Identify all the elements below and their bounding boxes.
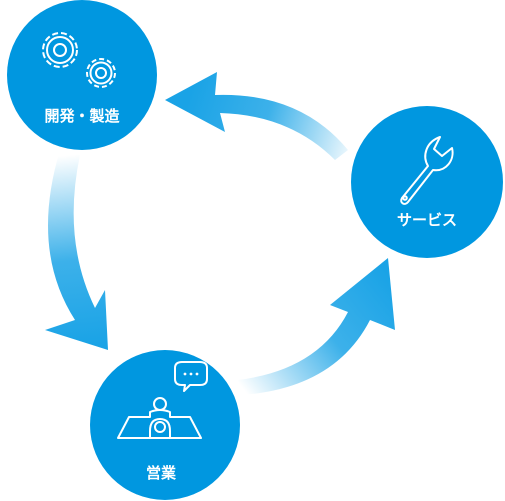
node-development-circle: [7, 0, 157, 150]
node-development: 開発・製造: [7, 0, 157, 150]
wrench-icon: [400, 136, 454, 205]
node-service-label: サービス: [397, 211, 457, 229]
node-development-label: 開発・製造: [44, 107, 119, 125]
node-service: サービス: [351, 106, 503, 258]
speech-bubble-icon: [174, 361, 208, 392]
gears-icon: [42, 32, 116, 88]
node-sales-label: 営業: [146, 464, 177, 482]
arrow-service-to-development: [165, 72, 348, 160]
person-with-speech-bubble-icon: [117, 361, 208, 439]
arrow-sales-to-service: [238, 258, 395, 395]
node-sales: 営業: [90, 350, 240, 500]
node-service-circle: [351, 106, 503, 258]
arrow-development-to-sales: [45, 150, 108, 350]
